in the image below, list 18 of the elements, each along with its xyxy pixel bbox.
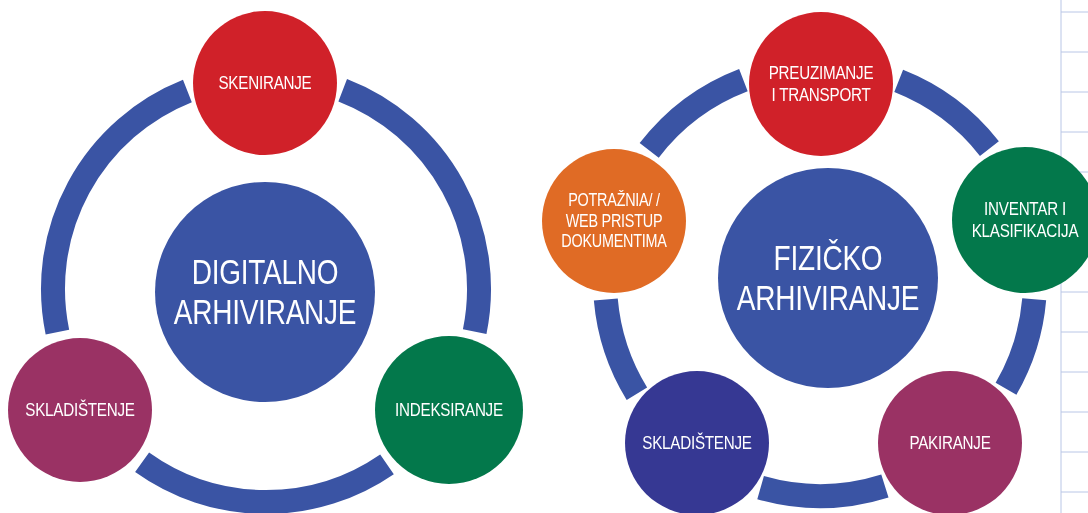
ring-arc-connector bbox=[640, 69, 749, 159]
ring-arc-connector bbox=[995, 297, 1047, 395]
circle-label: DIGITALNO ARHIVIRANJE bbox=[173, 251, 357, 333]
ring-arc-connector bbox=[135, 452, 394, 513]
ring-arc-connector bbox=[893, 70, 999, 157]
circle-label: SKLADIŠTENJE bbox=[24, 399, 136, 421]
circle-label: PAKIRANJE bbox=[908, 432, 992, 454]
circle-label: SKLADIŠTENJE bbox=[641, 432, 753, 454]
circle-label: PREUZIMANJE I TRANSPORT bbox=[767, 62, 875, 106]
circle-label: POTRAŽNIA/ / WEB PRISTUP DOKUMENTIMA bbox=[560, 189, 668, 253]
ring-arc-connector bbox=[41, 80, 193, 334]
ring-arc-connector bbox=[337, 79, 491, 334]
ring-arc-connector bbox=[757, 474, 888, 508]
circle-label: INDEKSIRANJE bbox=[394, 399, 504, 421]
circle-label: FIZIČKO ARHIVIRANJE bbox=[736, 237, 920, 319]
circle-label: INVENTAR I KLASIFIKACIJA bbox=[970, 198, 1080, 242]
circle-label: SKENIRANJE bbox=[217, 72, 313, 94]
ring-arc-connector bbox=[593, 297, 648, 400]
